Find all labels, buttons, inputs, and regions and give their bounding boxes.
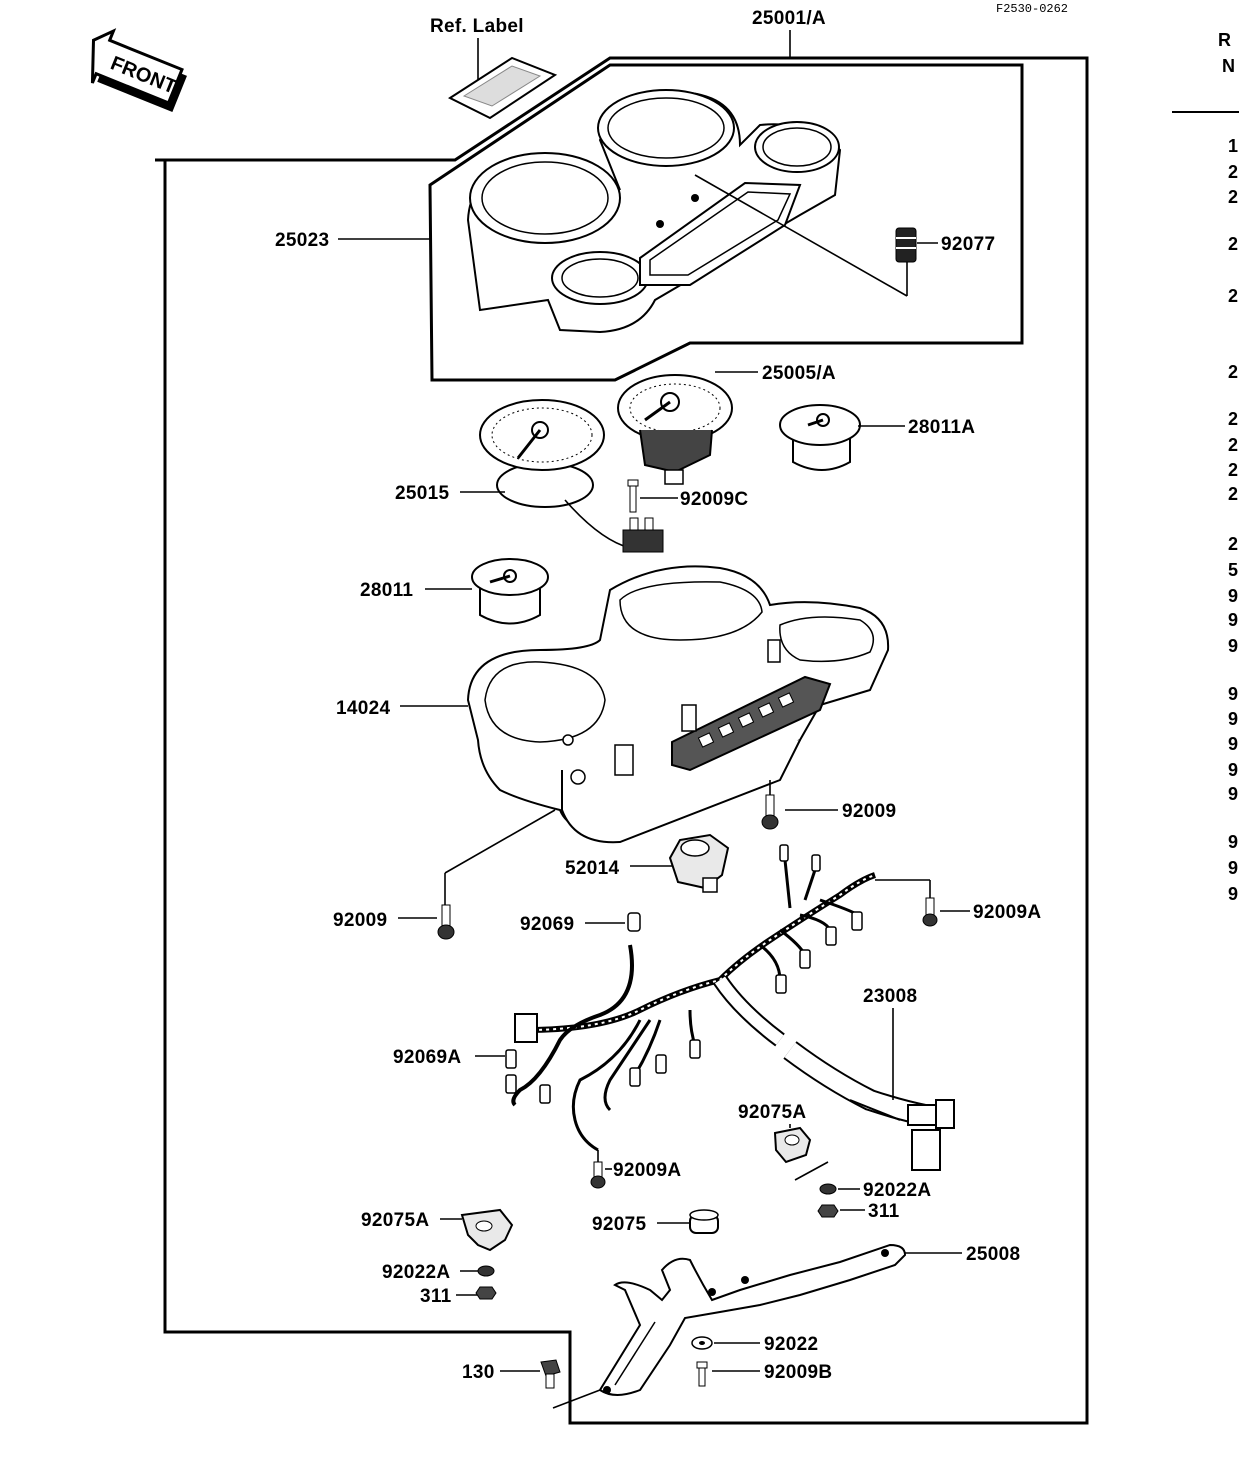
- washer-right: [819, 1183, 837, 1195]
- grommet: [895, 227, 917, 263]
- side-table-row: 2: [1228, 435, 1238, 455]
- callout-washer-bracket: 92022: [764, 1334, 818, 1355]
- cover-boundary: [428, 63, 1024, 382]
- callout-screw-a-lower: 92009A: [613, 1160, 681, 1181]
- callout-meter-case: 14024: [336, 698, 390, 719]
- callout-harness: 23008: [863, 986, 917, 1007]
- callout-screw-b: 92009B: [764, 1362, 832, 1383]
- side-table: R N 1 2 2 2 2 2 2 2 2 2 2 5 9 9 9 9 9 9 9 9 9 9 9: [1172, 30, 1239, 904]
- callout-meter-assy: 25001/A: [752, 8, 826, 29]
- callout-bulb-socket: 92069: [520, 914, 574, 935]
- callout-washer-right: 92022A: [863, 1180, 931, 1201]
- callout-switch: 52014: [565, 858, 619, 879]
- side-table-row: 2: [1228, 234, 1238, 254]
- damper-left: [460, 1208, 514, 1252]
- side-table-row: 9: [1228, 684, 1238, 704]
- washer-left: [477, 1265, 495, 1277]
- screw-case-right: [761, 794, 779, 830]
- side-table-row: 9: [1228, 760, 1238, 780]
- damper-center: [689, 1209, 719, 1234]
- screw-b: [696, 1361, 708, 1387]
- side-table-header-top: R: [1218, 30, 1231, 50]
- callout-grommet: 92077: [941, 234, 995, 255]
- side-table-row: 9: [1228, 784, 1238, 804]
- callout-gauge-right: 28011A: [908, 417, 975, 438]
- callout-bulb-socket-a: 92069A: [393, 1047, 461, 1068]
- side-table-row: 9: [1228, 636, 1238, 656]
- callout-gauge-left: 28011: [360, 580, 413, 601]
- bulb-socket: [627, 912, 641, 932]
- side-table-row: 9: [1228, 858, 1238, 878]
- callout-screw-case-right: 92009: [842, 801, 896, 822]
- callout-screw-a-upper: 92009A: [973, 902, 1041, 923]
- front-arrow-icon: FRONT: [90, 28, 187, 113]
- side-table-row: 2: [1228, 362, 1238, 382]
- meter-cover: [466, 89, 842, 334]
- bulb-socket-a: [505, 1049, 517, 1094]
- callout-nut-right: 311: [868, 1201, 900, 1222]
- callout-meter-cover: 25023: [275, 230, 329, 251]
- nut-right: [817, 1204, 839, 1218]
- figure-code: F2530-0262: [996, 2, 1068, 16]
- bracket: [598, 1243, 907, 1396]
- side-table-row: 2: [1228, 409, 1238, 429]
- callout-damper-center: 92075: [592, 1214, 646, 1235]
- damper-right: [773, 1126, 812, 1164]
- meter-case: [466, 565, 890, 844]
- callout-washer-left: 92022A: [382, 1262, 450, 1283]
- callout-tachometer: 25015: [395, 483, 449, 504]
- callout-bolt: 130: [462, 1362, 495, 1383]
- side-table-row: 5: [1228, 560, 1238, 580]
- screw-a-upper: [922, 897, 938, 927]
- side-table-row: 2: [1228, 484, 1238, 504]
- tachometer: [479, 399, 605, 508]
- screw-a-lower: [590, 1161, 606, 1189]
- side-table-row: 2: [1228, 460, 1238, 480]
- switch: [668, 833, 730, 893]
- side-table-row: 2: [1228, 187, 1238, 207]
- callout-screw-case-left: 92009: [333, 910, 387, 931]
- bolt: [540, 1359, 561, 1389]
- side-table-row: 9: [1228, 610, 1238, 630]
- gauge-left: [471, 558, 549, 625]
- side-table-row: 1: [1228, 136, 1238, 156]
- side-table-header-bottom: N: [1222, 56, 1235, 76]
- callout-speedometer: 25005/A: [762, 363, 836, 384]
- side-table-row: 9: [1228, 734, 1238, 754]
- side-table-row: 9: [1228, 586, 1238, 606]
- tach-connector: [622, 517, 664, 553]
- speedometer: [617, 374, 733, 485]
- wiring-harness: [511, 844, 955, 1171]
- screw-c: [627, 479, 639, 513]
- callout-nut-left: 311: [420, 1286, 452, 1307]
- callout-damper-right: 92075A: [738, 1102, 806, 1123]
- callout-bracket: 25008: [966, 1244, 1020, 1265]
- side-table-row: 9: [1228, 709, 1238, 729]
- nut-left: [475, 1286, 497, 1300]
- ref-label-text: Ref. Label: [430, 16, 524, 37]
- side-table-row: 2: [1228, 286, 1238, 306]
- assembly-boundary: [155, 56, 1089, 1425]
- side-table-row: 9: [1228, 832, 1238, 852]
- side-table-row: 2: [1228, 534, 1238, 554]
- screw-case-left: [437, 904, 455, 940]
- gauge-right: [779, 404, 861, 471]
- washer-bracket: [691, 1336, 713, 1350]
- side-table-row: 9: [1228, 884, 1238, 904]
- ref-label-sticker: [447, 56, 558, 120]
- callout-screw-c: 92009C: [680, 489, 748, 510]
- side-table-row: 2: [1228, 162, 1238, 182]
- callout-damper-left: 92075A: [361, 1210, 429, 1231]
